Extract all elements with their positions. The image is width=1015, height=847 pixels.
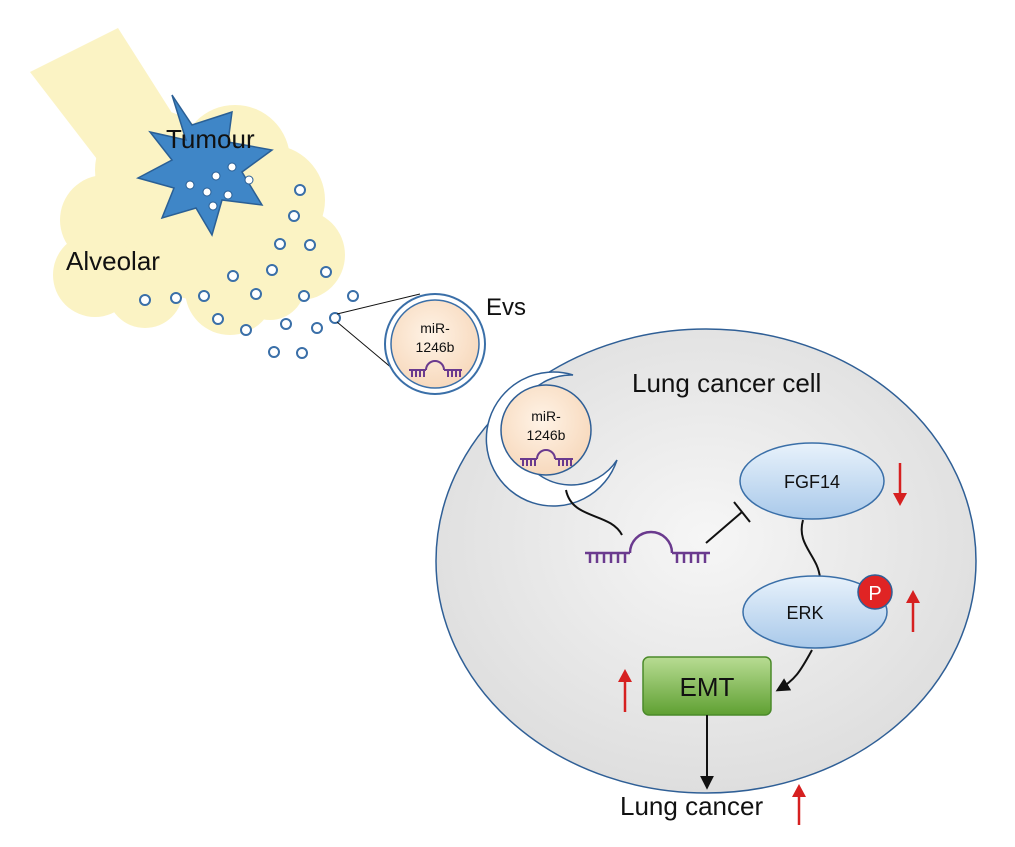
phospho-label: P (868, 583, 881, 605)
emt-up-arrow-icon (618, 669, 632, 712)
alveolar-label: Alveolar (66, 246, 160, 276)
erk-emt-arrow (775, 649, 813, 692)
tumour-label: Tumour (166, 124, 255, 154)
lung-cancer-label: Lung cancer (620, 791, 763, 821)
released-mirna-hairpin-icon (585, 530, 710, 563)
endocytosed-vesicle (485, 371, 618, 507)
erk-protein (742, 575, 888, 649)
erk-up-arrow-icon (906, 590, 920, 632)
lung-cancer-cell-label: Lung cancer cell (632, 368, 821, 398)
cell-mirna-label-line2: 1246b (527, 427, 566, 443)
fgf14-erk-connector (800, 519, 821, 579)
lung-cancer-up-arrow-icon (792, 784, 806, 825)
mirna-hairpin-icon (409, 360, 462, 377)
tumour-star-icon (135, 94, 274, 237)
vesicle-mirna-label-line2: 1246b (416, 339, 455, 355)
erk-label: ERK (786, 603, 823, 623)
fgf14-label: FGF14 (784, 472, 840, 492)
fgf14-protein (739, 442, 885, 520)
emt-label: EMT (680, 672, 735, 702)
cell-mirna-hairpin-icon (520, 449, 573, 466)
vesicle-mirna-label-line1: miR- (420, 320, 450, 336)
evs-label: Evs (486, 294, 526, 321)
zoom-line-top (336, 293, 421, 315)
cell-mirna-label-line1: miR- (531, 408, 561, 424)
extracellular-vesicles (139, 184, 359, 359)
release-connector (565, 489, 623, 536)
down-arrow-icon (893, 463, 907, 506)
inhibition-arrow-icon (705, 501, 751, 544)
tumour-vesicles (185, 162, 254, 211)
phosphorylation-icon (857, 574, 893, 610)
